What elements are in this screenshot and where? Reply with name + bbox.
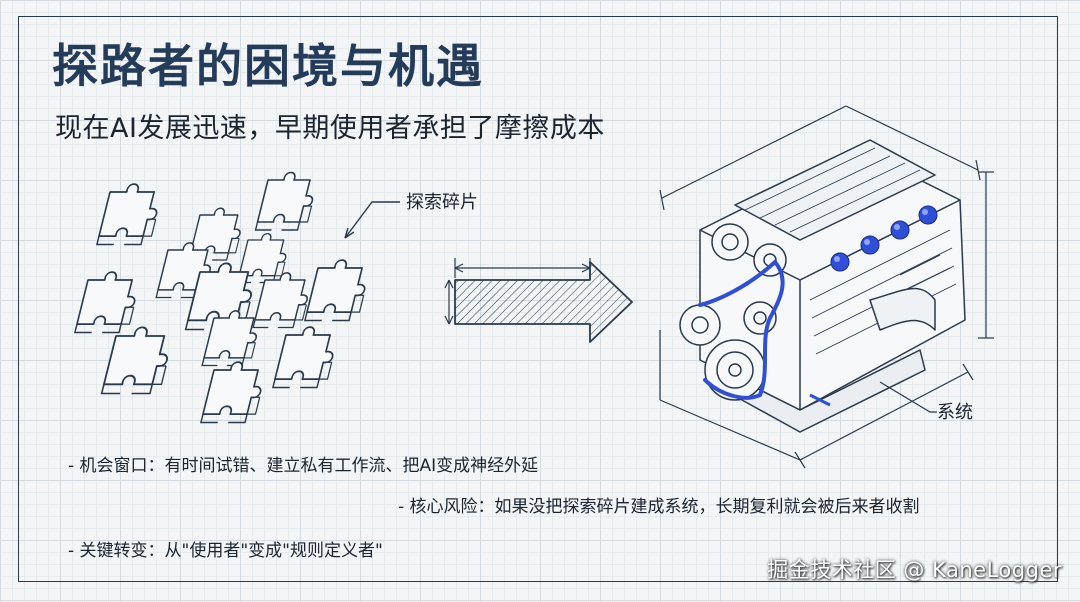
bullet-opportunity: - 机会窗口：有时间试错、建立私有工作流、把AI变成神经外延 <box>68 456 539 476</box>
bullet-risk: - 核心风险：如果没把探索碎片建成系统，长期复利就会被后来者收割 <box>398 497 920 517</box>
blueprint-frame <box>18 16 1058 582</box>
system-label: 系统 <box>937 402 973 423</box>
fragments-label: 探索碎片 <box>406 192 478 213</box>
page-title: 探路者的困境与机遇 <box>52 39 484 93</box>
bullet-shift: - 关键转变：从"使用者"变成"规则定义者" <box>68 541 383 561</box>
page-subtitle: 现在AI发展迅速，早期使用者承担了摩擦成本 <box>55 113 605 144</box>
fragments-leader-line <box>344 201 400 239</box>
watermark: 掘金技术社区 @ KaneLogger <box>767 558 1062 582</box>
